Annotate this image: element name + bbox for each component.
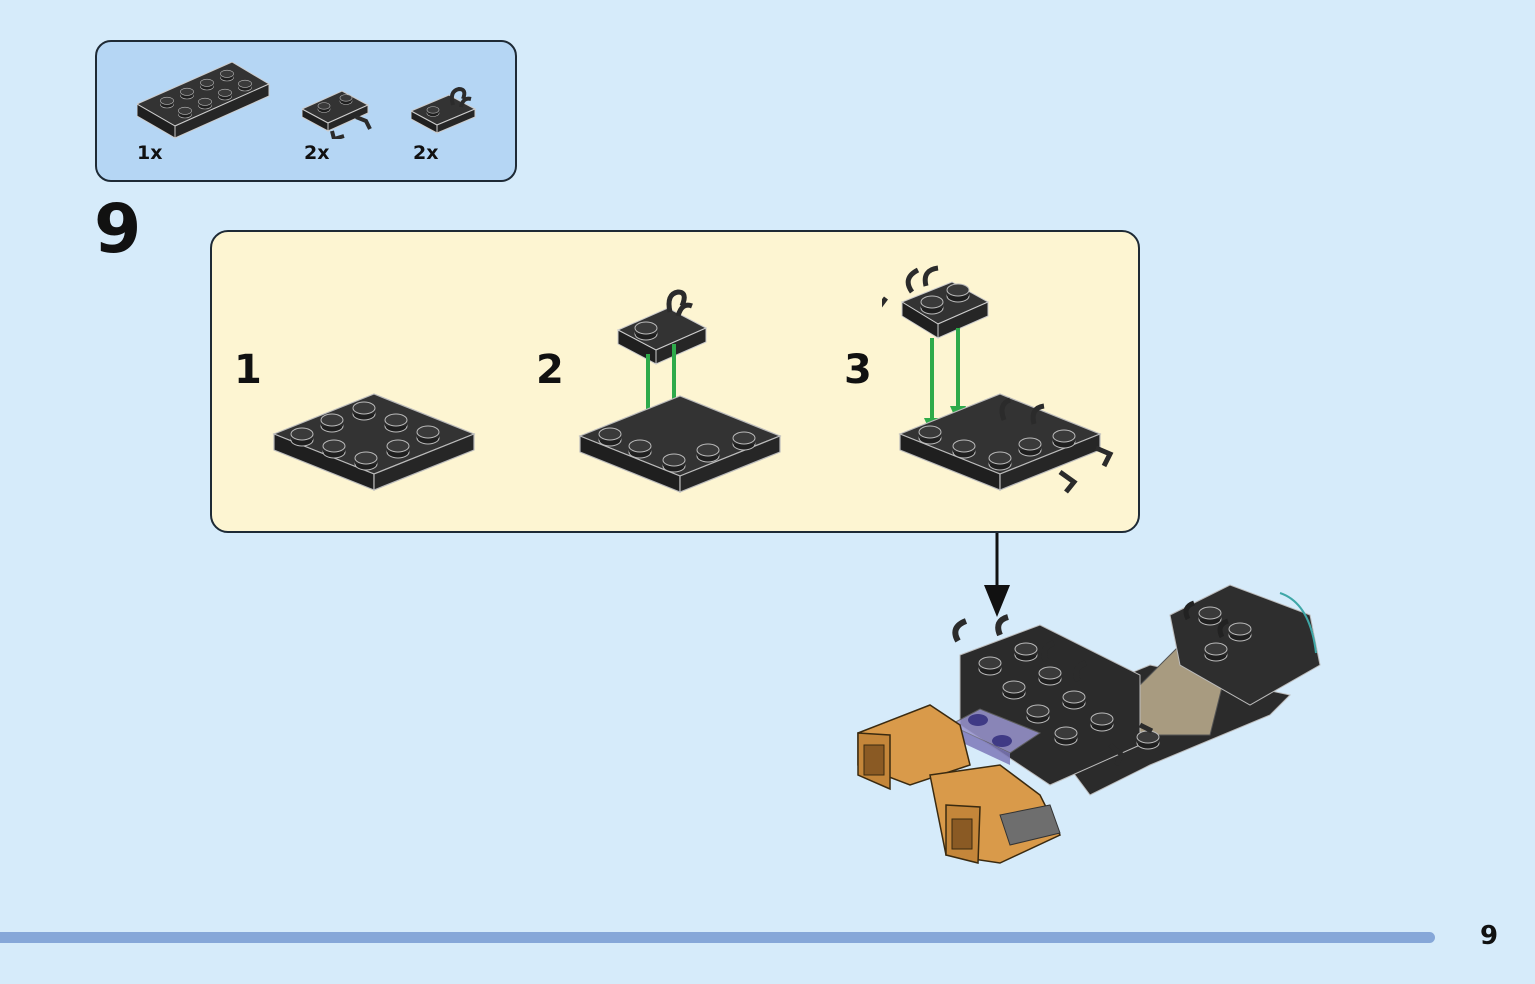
black-plate-with-side-clips-part xyxy=(302,90,372,139)
quantity-label: 2x xyxy=(413,142,439,164)
black-plate-2x4-part xyxy=(137,62,271,139)
quantity-label: 1x xyxy=(137,142,163,164)
step-number: 9 xyxy=(94,190,142,269)
substep-number: 3 xyxy=(844,347,872,393)
page-number: 9 xyxy=(1480,921,1499,951)
model-assembly xyxy=(857,584,1321,864)
attach-arrow xyxy=(984,533,1010,617)
substep-2-assembly xyxy=(579,289,781,493)
substep-1-plate xyxy=(273,393,475,491)
substep-panel: 1 2 3 xyxy=(210,230,1140,533)
page-footer-bar xyxy=(0,932,1435,943)
parts-list: 1x 2x 2x xyxy=(95,40,517,182)
substep-number: 2 xyxy=(536,347,564,393)
substep-number: 1 xyxy=(234,347,262,393)
black-plate-with-top-clip-part xyxy=(411,87,477,134)
substep-3-assembly xyxy=(882,265,1114,494)
quantity-label: 2x xyxy=(304,142,330,164)
